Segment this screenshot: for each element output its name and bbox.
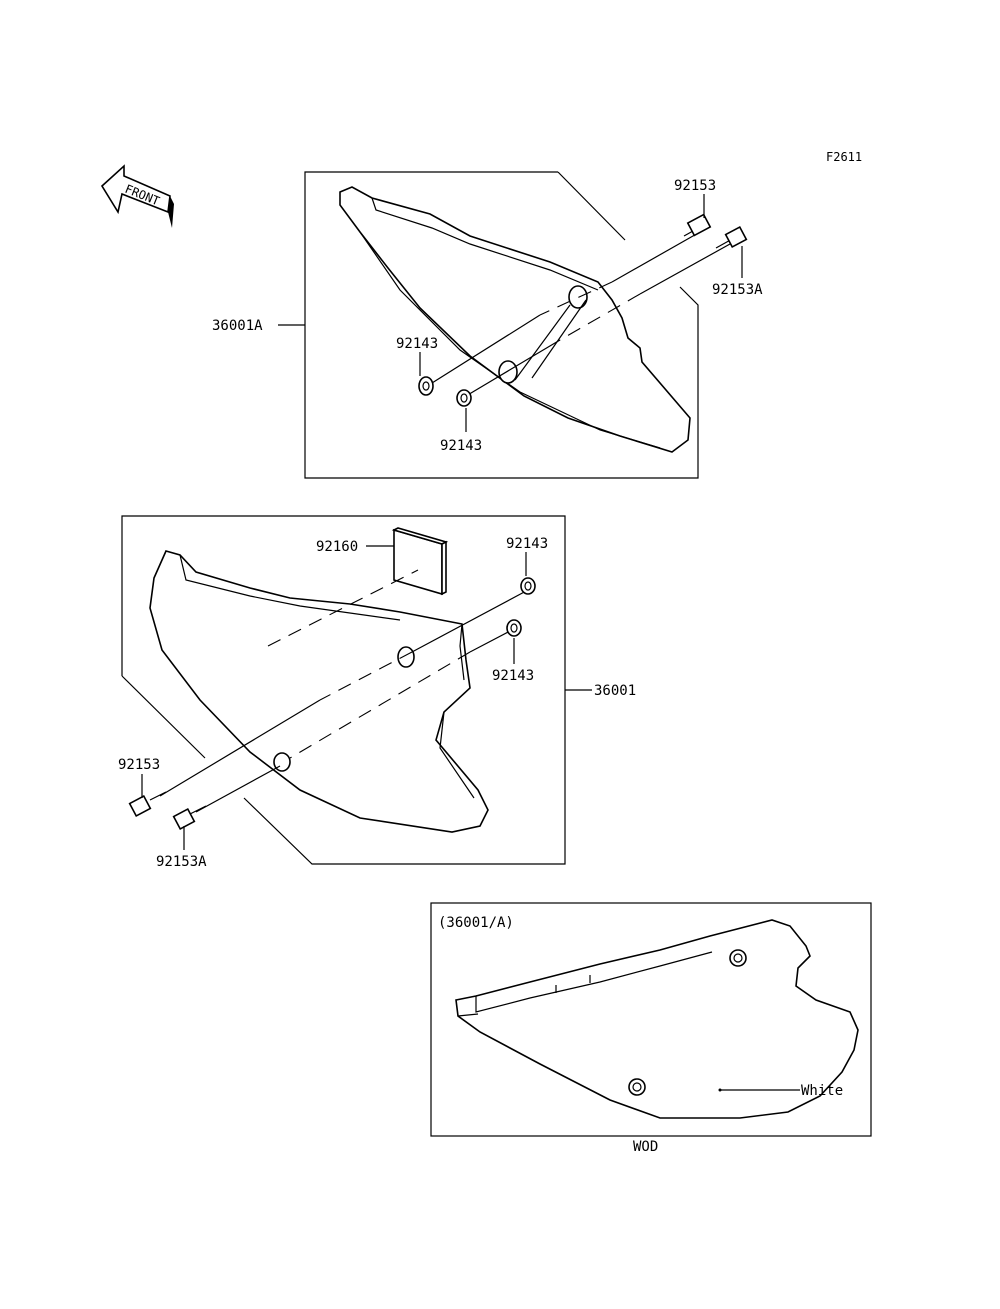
color-inset: (36001/A) White WOD (430, 902, 872, 1155)
inset-frame (430, 902, 872, 1137)
label-upper-bolt-a: 92153A (712, 282, 763, 298)
label-lower-bolt: 92153 (118, 757, 160, 773)
inset-color-label: White (801, 1083, 843, 1099)
upper-boss-2 (498, 360, 518, 384)
lower-bolt-92153 (128, 774, 167, 818)
inset-side-cover (455, 919, 859, 1119)
inset-mount-hole-1 (729, 949, 747, 967)
figure-code: F2611 (826, 150, 862, 164)
inset-caption: WOD (633, 1139, 658, 1155)
upper-bolt-92153 (683, 194, 712, 237)
upper-side-cover (339, 186, 691, 453)
front-arrow-icon: FRONT (100, 164, 174, 228)
lower-group: 92160 92143 92143 36001 92153 (118, 515, 636, 870)
upper-collar-2 (456, 389, 472, 407)
label-upper-bolt: 92153 (674, 178, 716, 194)
label-lower-pad: 92160 (316, 539, 358, 555)
upper-bolt-92153a (715, 225, 748, 278)
upper-bracket (304, 171, 699, 479)
inset-title: (36001/A) (438, 915, 514, 931)
inset-mount-hole-2 (628, 1078, 646, 1096)
label-upper-collar-2: 92143 (440, 438, 482, 454)
label-lower-cover: 36001 (594, 683, 636, 699)
label-lower-collar-1: 92143 (506, 536, 548, 552)
upper-group: 92153 92153A 92143 92143 36001A (212, 171, 763, 479)
upper-boss-1 (568, 285, 588, 309)
label-upper-collar-1: 92143 (396, 336, 438, 352)
label-lower-bolt-a: 92153A (156, 854, 207, 870)
lower-mount-hole-1 (397, 646, 415, 668)
label-upper-cover: 36001A (212, 318, 263, 334)
upper-collar-1 (418, 376, 434, 396)
lower-bolt-92153a (172, 805, 207, 850)
pad-92160 (391, 527, 449, 596)
lower-side-cover (149, 550, 489, 833)
lower-collar-1 (520, 577, 536, 595)
lower-collar-2 (506, 619, 522, 637)
label-lower-collar-2: 92143 (492, 668, 534, 684)
